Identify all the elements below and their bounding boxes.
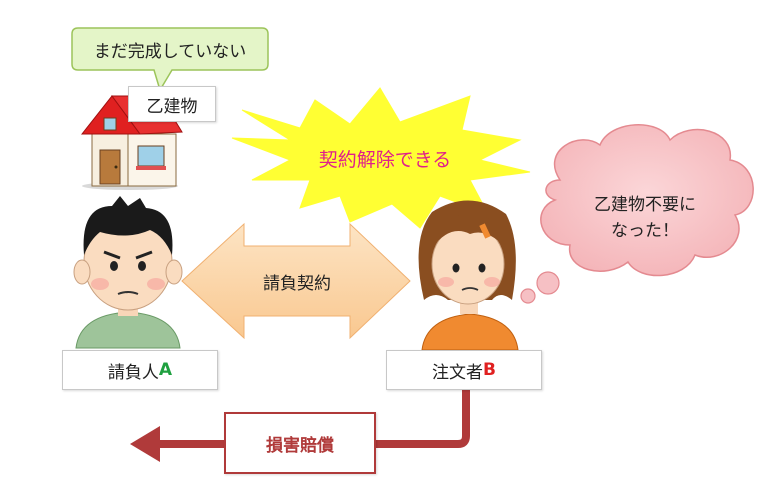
thought-cloud [520,124,754,304]
damages-box: 損害賠償 [224,412,376,474]
contract-arrow-text: 請負契約 [263,273,331,294]
contractor-label-text: 請負人 [107,362,159,383]
thought-line-2: なった！ [611,221,679,241]
thought-line-1: 乙建物不要に [594,195,696,215]
client-suffix: B [483,360,496,380]
client-figure [418,200,519,351]
damages-arrow [130,390,470,462]
contract-arrow [181,222,411,340]
contractor-figure [73,196,183,349]
contractor-suffix: A [158,360,173,380]
burst-text: 契約解除できる [318,148,452,171]
speech-bubble-text: まだ完成していない [93,41,247,62]
thought-text: 乙建物不要に なった！ [560,190,730,246]
client-label-text: 注文者 [432,362,484,383]
building-label: 乙建物 [128,86,216,122]
speech-bubble [71,27,269,92]
house-icon [80,95,183,190]
